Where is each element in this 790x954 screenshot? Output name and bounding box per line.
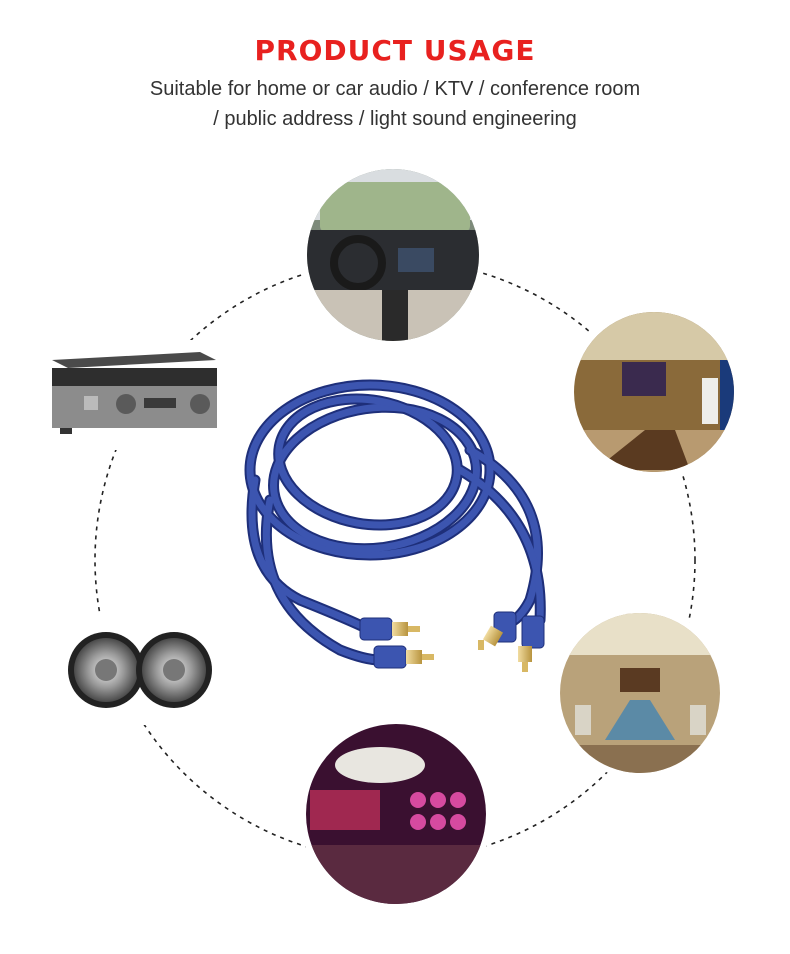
rca-connector-left-top — [359, 617, 420, 641]
rca-connector-right-bottom — [518, 615, 545, 672]
conference-room-image — [560, 613, 720, 773]
rca-connector-right-top — [478, 611, 517, 650]
av-receiver-image — [52, 352, 217, 434]
page-title: PRODUCT USAGE — [254, 34, 536, 67]
subtitle-line-2: / public address / light sound engineeri… — [213, 108, 577, 130]
speakers-image — [68, 632, 212, 708]
rca-connector-left-bottom — [373, 645, 434, 669]
subtitle-line-1: Suitable for home or car audio / KTV / c… — [149, 78, 641, 100]
rca-cable-image — [244, 379, 546, 666]
